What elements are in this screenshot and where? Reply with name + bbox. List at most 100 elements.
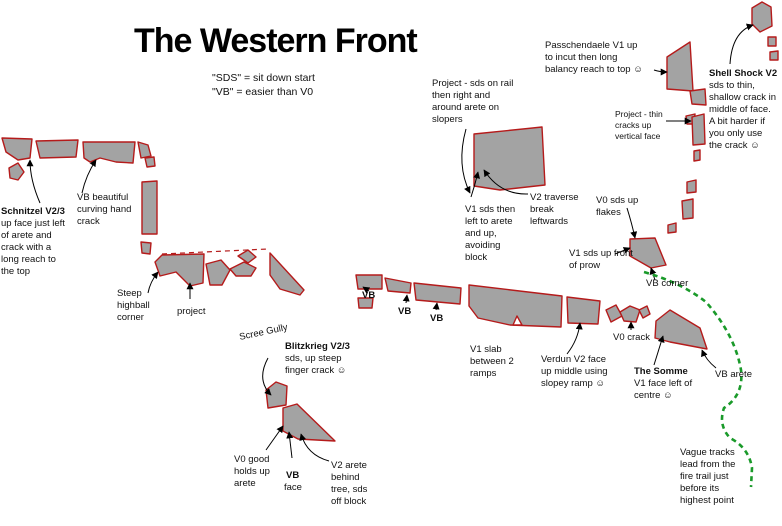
label-vb3: VB [430, 313, 443, 324]
svg-text:up face just left: up face just left [1, 218, 65, 229]
label-somme: The Somme V1 face left of centre ☺ [634, 366, 692, 401]
boulder-thin-cracks [691, 113, 706, 146]
svg-text:cracks up: cracks up [615, 120, 652, 130]
svg-text:ramps: ramps [470, 368, 497, 379]
label-shell-shock: Shell Shock V2 sds to thin, shallow crac… [709, 68, 777, 151]
label-project-low: project [177, 306, 206, 317]
boulder-right-col-3 [693, 149, 701, 162]
arrow-vb2 [402, 294, 410, 304]
svg-text:long reach to: long reach to [1, 254, 56, 265]
boulder-mid-2 [229, 261, 257, 277]
arrow-vb3 [432, 302, 440, 311]
svg-text:slopers: slopers [432, 114, 463, 125]
boulder-right-col-5 [681, 198, 694, 220]
svg-text:block: block [465, 252, 487, 263]
svg-text:break: break [530, 204, 554, 215]
arrow-somme [653, 335, 665, 366]
scree-gully-label: Scree Gully [238, 322, 289, 343]
svg-text:of prow: of prow [569, 260, 600, 271]
svg-text:and up,: and up, [465, 228, 497, 239]
label-blitzkrieg: Blitzkrieg V2/3 sds, up steep finger cra… [285, 341, 350, 376]
arrow-verdun [566, 322, 583, 355]
svg-text:crack: crack [77, 216, 100, 227]
label-v1-block: V1 sds then left to arete and up, avoidi… [465, 204, 515, 263]
svg-text:highball: highball [117, 300, 150, 311]
svg-text:the top: the top [1, 266, 30, 277]
boulder-mid-3 [237, 249, 257, 264]
label-verdun: Verdun V2 face up middle using slopey ra… [541, 354, 608, 389]
svg-text:V1 slab: V1 slab [470, 344, 502, 355]
svg-text:leftwards: leftwards [530, 216, 568, 227]
boulder-right-3 [638, 305, 651, 319]
boulder-blitzkrieg [282, 403, 336, 442]
svg-text:between 2: between 2 [470, 356, 514, 367]
label-v2-arete: V2 arete behind tree, sds off block [331, 460, 368, 507]
svg-text:finger crack ☺: finger crack ☺ [285, 365, 346, 376]
arrow-blitzkrieg [262, 357, 272, 396]
svg-text:the crack ☺: the crack ☺ [709, 140, 760, 151]
label-project-thin: Project - thin cracks up vertical face [615, 109, 663, 141]
svg-text:V2 arete: V2 arete [331, 460, 367, 471]
boulder-verdun [566, 296, 601, 325]
label-v1-prow: V1 sds up front of prow [569, 248, 633, 271]
arrow-vb-crack [81, 159, 97, 194]
svg-text:A bit harder if: A bit harder if [709, 116, 765, 127]
arrow-project-rail [461, 128, 471, 194]
boulder-right-1 [605, 304, 623, 323]
arrow-v2-traverse [483, 169, 529, 195]
svg-text:balancy reach to top ☺: balancy reach to top ☺ [545, 64, 643, 75]
boulder-project-rail [473, 126, 546, 191]
svg-text:VB: VB [286, 470, 299, 481]
svg-text:Passchendaele V1 up: Passchendaele V1 up [545, 40, 637, 51]
svg-text:you only use: you only use [709, 128, 762, 139]
arrow-vb-face [286, 431, 294, 459]
boulder-center-3 [384, 277, 412, 294]
svg-text:behind: behind [331, 472, 360, 483]
label-steep-corner: Steep highball corner [117, 288, 150, 323]
svg-text:flakes: flakes [596, 207, 621, 218]
boulder-right-col-1 [689, 88, 707, 106]
boulder-right-2 [619, 305, 641, 323]
label-vb1: VB [362, 290, 375, 301]
arrow-shell-shock [729, 23, 754, 65]
svg-text:vertical face: vertical face [615, 131, 661, 141]
boulder-prow [629, 237, 667, 269]
boulder-right-col-4 [686, 179, 697, 194]
label-schnitzel: Schnitzel V2/3 up face just left of aret… [1, 206, 65, 277]
svg-text:V1 face left of: V1 face left of [634, 378, 692, 389]
svg-text:V2 traverse: V2 traverse [530, 192, 579, 203]
svg-text:VB beautiful: VB beautiful [77, 192, 128, 203]
boulder-left-8 [140, 241, 152, 255]
label-v0-crack: V0 crack [613, 332, 650, 343]
boulder-right-col-6 [667, 222, 677, 234]
boulder-passchendaele [666, 41, 694, 92]
boulder-slab-ramp [512, 315, 523, 326]
svg-text:around arete on: around arete on [432, 102, 499, 113]
boulder-left-5 [137, 141, 152, 159]
svg-text:avoiding: avoiding [465, 240, 500, 251]
svg-text:middle of face.: middle of face. [709, 104, 771, 115]
boulder-center-2 [357, 297, 374, 309]
boulder-center-1 [355, 274, 383, 290]
label-v0-good: V0 good holds up arete [234, 454, 270, 489]
svg-text:sds to thin,: sds to thin, [709, 80, 755, 91]
boulder-schnitzel [82, 141, 136, 164]
boulder-left-2 [35, 139, 79, 159]
svg-text:Schnitzel V2/3: Schnitzel V2/3 [1, 206, 65, 217]
svg-text:arete: arete [234, 478, 256, 489]
svg-text:Blitzkrieg V2/3: Blitzkrieg V2/3 [285, 341, 350, 352]
legend-sds: "SDS" = sit down start [212, 72, 315, 84]
boulder-center-4 [413, 282, 462, 305]
svg-text:Verdun V2 face: Verdun V2 face [541, 354, 606, 365]
svg-text:corner: corner [117, 312, 144, 323]
label-vb2: VB [398, 306, 411, 317]
svg-text:tree, sds: tree, sds [331, 484, 368, 495]
svg-text:holds up: holds up [234, 466, 270, 477]
label-v0-flakes: V0 sds up flakes [596, 195, 638, 218]
boulder-top-right-1 [767, 36, 777, 47]
arrow-v2-arete [299, 433, 330, 462]
svg-text:curving hand: curving hand [77, 204, 131, 215]
svg-text:V1 sds up front: V1 sds up front [569, 248, 633, 259]
label-vb-crack: VB beautiful curving hand crack [77, 192, 131, 227]
